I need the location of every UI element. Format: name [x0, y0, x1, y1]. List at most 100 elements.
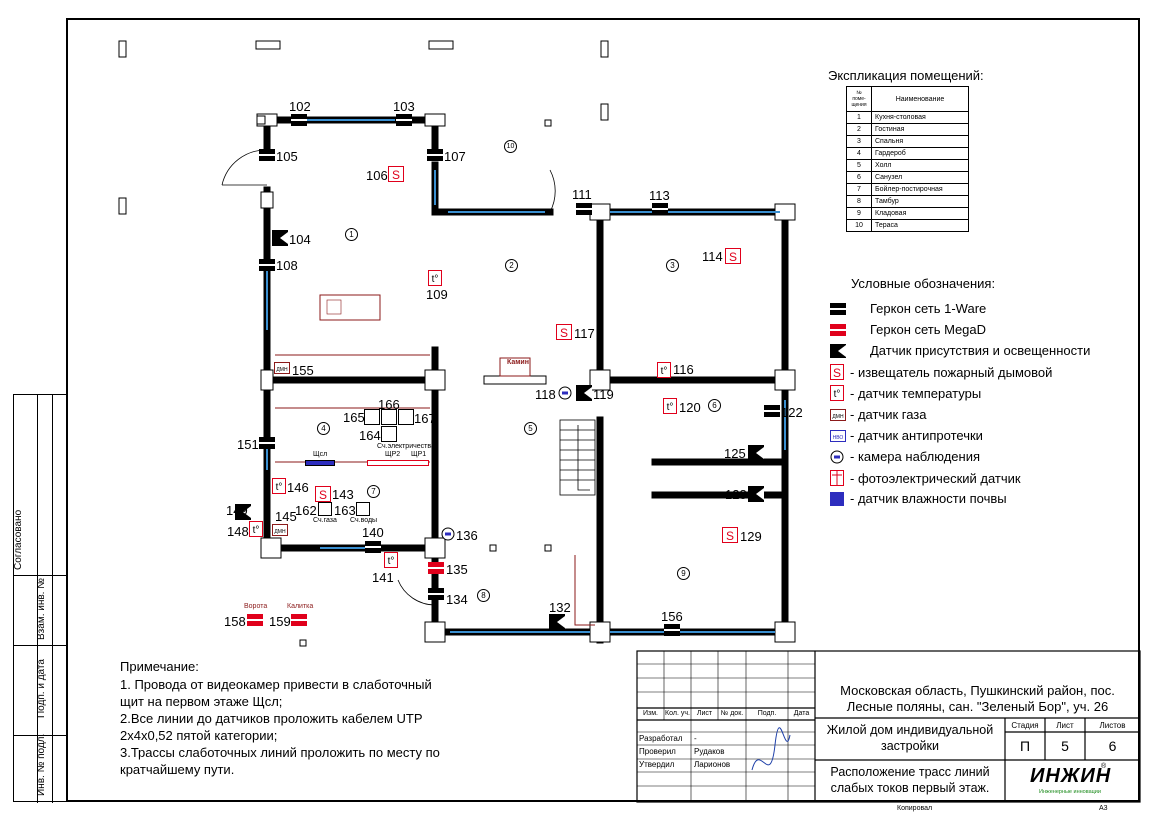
legend-label: - извещатель пожарный дымовой — [850, 364, 1053, 380]
device-number: 102 — [289, 99, 311, 114]
presence-sensor-icon — [272, 230, 288, 246]
side-stamp-strip — [13, 394, 67, 803]
svg-text:S: S — [833, 366, 841, 380]
device-number: 104 — [289, 232, 311, 247]
legend-label: - фотоэлектрический датчик — [850, 470, 1021, 486]
meter-label: Сч.электричества — [377, 443, 435, 450]
device-number: 158 — [224, 614, 246, 629]
device-number: 134 — [446, 592, 468, 607]
device-number: 120 — [679, 400, 701, 415]
note-line: 2x4x0,52 пятой категории; — [120, 728, 278, 743]
smoke-detector-icon: S — [388, 166, 404, 182]
stamp-header: Кол. уч. — [665, 710, 690, 717]
panel-label: Щсл — [313, 451, 328, 458]
device-number: 125 — [724, 446, 746, 461]
leak-sensor-icon — [381, 409, 397, 425]
gerkon-1wire-icon — [764, 405, 780, 417]
room-marker: 10 — [504, 140, 517, 153]
legend-item: - камера наблюдения — [830, 449, 980, 464]
company-logo-subtitle: Инженерные инновации — [1039, 789, 1101, 795]
stage-label: Стадия — [1011, 721, 1039, 730]
wicket-label: Калитка — [287, 603, 314, 610]
column-marker — [600, 103, 609, 121]
temperature-sensor-icon: t° — [428, 270, 442, 286]
gerkon-1wire-icon — [664, 624, 680, 636]
svg-text:ДМН: ДМН — [274, 529, 286, 535]
device-number: 122 — [781, 405, 803, 420]
device-number: 103 — [393, 99, 415, 114]
device-number: 116 — [673, 362, 694, 377]
note-line: 3.Трассы слаботочных линий проложить по … — [120, 745, 440, 760]
device-number: 118 — [535, 387, 556, 402]
device-number: 109 — [426, 287, 448, 302]
explication-header-num: № поме- щения — [846, 86, 872, 112]
svg-text:t°: t° — [667, 402, 674, 413]
gate-label: Ворота — [244, 603, 268, 610]
device-number: 135 — [446, 562, 468, 577]
legend-item: - датчик влажности почвы — [830, 491, 1007, 506]
svg-text:S: S — [729, 250, 737, 264]
note-line: щит на первом этаже Щсл; — [120, 694, 283, 709]
device-number: 151 — [237, 437, 259, 452]
legend-label: - датчик влажности почвы — [850, 491, 1007, 506]
svg-text:S: S — [726, 529, 734, 543]
legend-item: Геркон сеть 1-Ware — [830, 301, 986, 316]
svg-text:ДМН: ДМН — [832, 414, 844, 420]
room-marker: 1 — [345, 228, 358, 241]
column-marker — [255, 40, 281, 50]
panel-label: ЩР2 — [385, 451, 401, 458]
photoelectric-sensor-icon — [830, 470, 844, 486]
panel-label: ЩР1 — [411, 451, 427, 458]
legend-item: НВО - датчик антипротечки — [830, 428, 983, 443]
device-number: 136 — [456, 528, 478, 543]
gas-sensor-icon: ДМН — [274, 362, 290, 374]
svg-text:t°: t° — [661, 366, 668, 377]
note-line: 2.Все линии до датчиков проложить кабеле… — [120, 711, 423, 726]
gerkon-megad-icon — [830, 323, 846, 336]
meter-label: Сч.воды — [350, 517, 378, 524]
column-marker — [118, 197, 127, 215]
gas-sensor-icon: ДМН — [272, 524, 288, 536]
legend-label: - камера наблюдения — [850, 449, 980, 464]
camera-icon — [441, 527, 455, 541]
legend-item: Датчик присутствия и освещенности — [830, 343, 1090, 358]
presence-sensor-icon — [549, 614, 565, 630]
smoke-detector-icon: S — [830, 364, 844, 380]
legend-item: ДМН - датчик газа — [830, 407, 927, 422]
svg-text:НВО: НВО — [833, 435, 844, 441]
gerkon-1wire-icon — [428, 588, 444, 600]
device-number: 141 — [372, 570, 394, 585]
device-number: 117 — [574, 326, 595, 341]
legend-label: - датчик газа — [850, 407, 927, 422]
svg-text:t°: t° — [388, 556, 395, 567]
room-num: 10 — [846, 219, 872, 232]
meter-label: Сч.газа — [313, 517, 337, 524]
legend-item: S - извещатель пожарный дымовой — [830, 364, 1052, 380]
panel-shsl — [305, 460, 335, 466]
legend-label: - датчик температуры — [850, 385, 982, 401]
device-number: 159 — [269, 614, 291, 629]
device-number: 149 — [226, 503, 248, 518]
room-marker: 3 — [666, 259, 679, 272]
camera-icon — [830, 450, 844, 463]
legend-item: t° - датчик температуры — [830, 385, 981, 401]
stamp-role: Проверил — [639, 747, 676, 756]
leak-sensor-icon — [381, 426, 397, 442]
gerkon-1wire-icon — [259, 149, 275, 161]
room-marker: 9 — [677, 567, 690, 580]
sheet-label: Лист — [1056, 721, 1074, 730]
gerkon-1wire-icon — [427, 149, 443, 161]
gerkon-1wire-icon — [576, 203, 592, 215]
temperature-sensor-icon: t° — [272, 478, 286, 494]
device-number: 162 — [295, 503, 317, 518]
device-number: 107 — [444, 149, 466, 164]
leak-sensor-icon: НВО — [830, 429, 846, 442]
object-title-line2: застройки — [881, 739, 939, 753]
stamp-person: - — [694, 734, 697, 743]
format-label: А3 — [1099, 805, 1108, 812]
stamp-person: Ларионов — [694, 760, 731, 769]
device-number: 108 — [276, 258, 298, 273]
gas-sensor-icon: ДМН — [830, 408, 846, 421]
presence-sensor-icon — [748, 445, 764, 461]
